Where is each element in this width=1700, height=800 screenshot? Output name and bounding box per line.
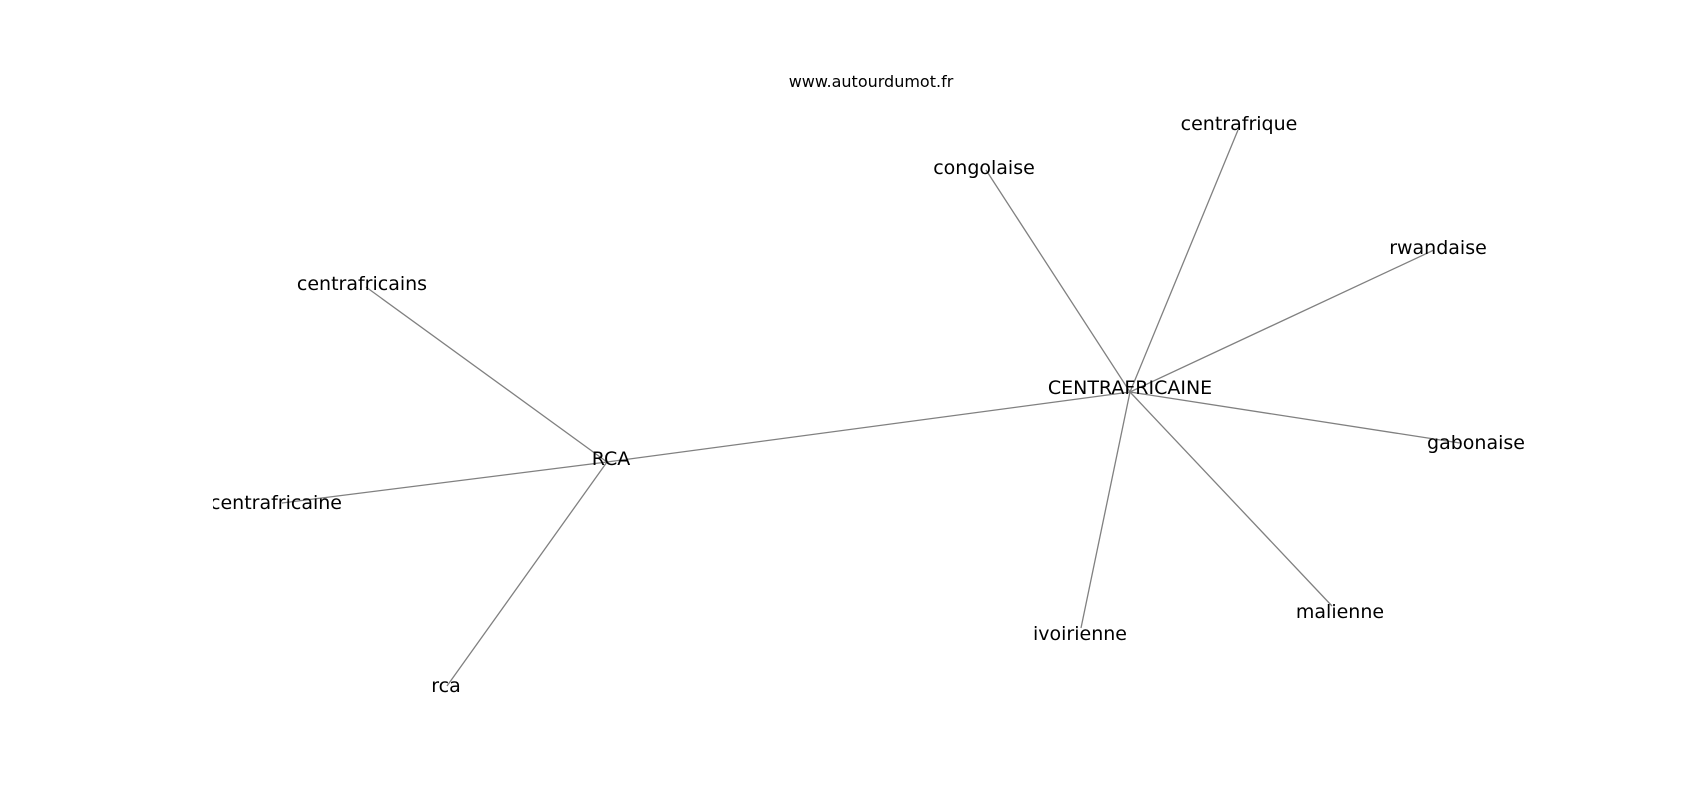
edge-centrafricaine-rca [606,391,1131,463]
node-label-rwandaise[interactable]: rwandaise [1389,237,1487,259]
node-label-congolaise[interactable]: congolaise [933,157,1035,179]
graph-node-labels: CENTRAFRICAINE RCA centrafrique congolaise r… [213,113,1525,697]
edge-rca-centrafricains [365,286,608,463]
edge-centrafricaine-gabonaise [1129,391,1461,444]
edge-centrafricaine-malienne [1129,391,1333,607]
graph-clip-region: CENTRAFRICAINE RCA centrafrique congolaise r… [213,0,1700,800]
node-label-centrafricaine[interactable]: centrafricaine [213,492,342,514]
node-label-rca[interactable]: rca [431,675,460,697]
node-label-malienne[interactable]: malienne [1296,601,1384,623]
node-label-rca-hub[interactable]: RCA [592,448,631,470]
node-label-centrafricains[interactable]: centrafricains [297,273,427,295]
node-label-centrafrique[interactable]: centrafrique [1181,113,1298,135]
edge-rca-centrafricaine [281,461,608,504]
node-label-centrafricaine-hub[interactable]: CENTRAFRICAINE [1048,377,1212,399]
node-label-gabonaise[interactable]: gabonaise [1427,432,1525,454]
edge-centrafricaine-ivoirienne [1080,391,1131,629]
edge-centrafricaine-rwandaise [1129,249,1435,393]
word-graph: CENTRAFRICAINE RCA centrafrique congolaise r… [213,113,1525,697]
source-watermark: www.autourdumot.fr [788,72,954,91]
edge-centrafricaine-centrafrique [1129,129,1239,393]
graph-edges [281,129,1461,687]
edge-centrafricaine-congolaise [985,169,1131,393]
edge-rca-rca [446,461,608,687]
node-label-ivoirienne[interactable]: ivoirienne [1033,623,1127,645]
